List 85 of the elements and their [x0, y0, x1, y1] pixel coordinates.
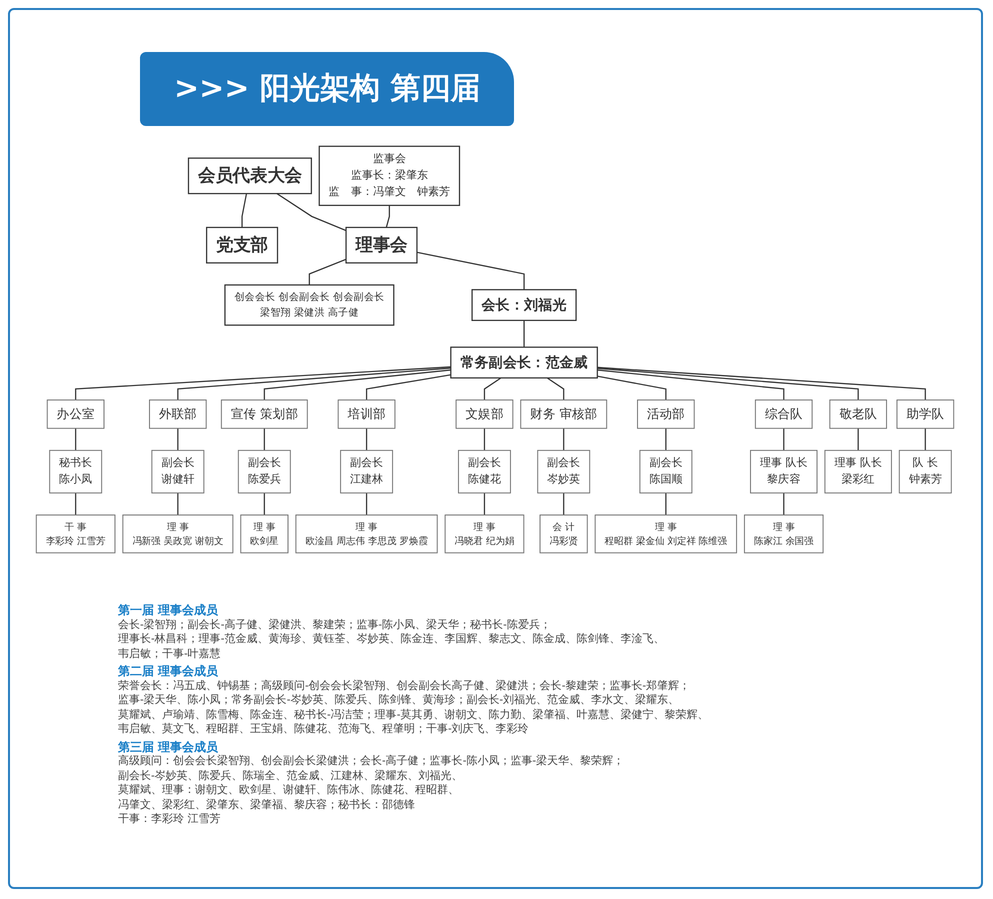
org-box: 会员代表大会: [188, 158, 312, 194]
connector: [276, 193, 346, 232]
org-box: 助学队: [896, 400, 954, 429]
connector: [75, 428, 76, 450]
member-list-line: 荣誉会长：冯五成、钟锡基；高级顾问-创会会长梁智翔、创会副会长高子健、梁健洪；会长-黎建荣；监事长-郑肇辉；: [118, 678, 692, 693]
org-box: 理事会: [345, 226, 418, 264]
org-box: 干 事 李彩玲 江雪芳: [36, 514, 116, 554]
connector: [264, 492, 265, 515]
org-box: 外联部: [149, 400, 207, 429]
org-box: 理 事 欧剑星: [240, 514, 288, 554]
connector: [484, 428, 486, 450]
connector: [264, 369, 451, 400]
member-list-line: 监事-梁天华、陈小凤；常务副会长-岑妙英、陈爱兵、陈剑锋、黄海珍；副会长-刘福光、范金威、李水文、梁耀东、: [118, 693, 680, 708]
connector: [366, 492, 368, 515]
section-heading: 第二届 理事会成员: [118, 664, 220, 678]
member-list-line: 莫耀斌、理事：谢朝文、欧剑星、谢健轩、陈伟冰、陈健花、程昭群、: [118, 783, 460, 798]
connector: [597, 376, 666, 400]
org-box: 培训部: [338, 400, 396, 429]
member-list-line: 会长-梁智翔；副会长-高子健、梁健洪、黎建荣；监事-陈小凤、梁天华；秘书长-陈爱兵；: [118, 618, 552, 632]
section-heading: 第三届 理事会成员: [118, 740, 220, 754]
connector: [366, 374, 451, 400]
connector: [75, 366, 451, 400]
connector: [484, 377, 502, 400]
org-box: 办公室: [46, 400, 104, 429]
org-box: 常务副会长：范金威: [450, 346, 598, 379]
org-box: 宣传 策划部: [220, 400, 308, 429]
member-list-line: 副会长-岑妙英、陈爱兵、陈瑞全、范金威、江建林、梁耀东、刘福光、: [118, 768, 464, 783]
member-list-line: 干事：李彩玲 江雪芳: [118, 812, 222, 826]
connector: [75, 492, 76, 515]
org-box: 副会长 陈国顺: [639, 450, 692, 494]
member-list-line: 高级顾问：创会会长梁智翔、创会副会长梁健洪；会长-高子健；监事长-陈小凤；监事-梁天华、黎荣辉；: [118, 754, 626, 768]
org-box: 敬老队: [829, 400, 888, 429]
connector: [523, 320, 525, 348]
org-box: 副会长 江建林: [340, 450, 394, 494]
connector: [597, 366, 926, 400]
org-box: 理 事 陈家江 余国强: [744, 514, 824, 554]
connector: [665, 428, 666, 450]
org-box: 活动部: [637, 400, 695, 429]
connector: [597, 368, 859, 400]
org-box: 党支部: [206, 226, 278, 264]
connector: [366, 428, 368, 450]
member-list-line: 韦启敏；干事-叶嘉慧: [118, 646, 222, 661]
org-box: 副会长 陈爱兵: [238, 450, 291, 494]
org-box: 副会长 陈健花: [458, 450, 511, 494]
connector: [177, 492, 178, 515]
member-list-line: 理事长-林昌科；理事-范金威、黄海珍、黄钰荃、岑妙英、陈金连、李国辉、黎志文、陈金成、陈剑锋、李淦飞、: [118, 632, 666, 646]
member-list-line: 韦启敏、莫文飞、程昭群、王宝娟、陈健花、范海飞、程肇明；干事-刘庆飞、李彩玲: [118, 722, 530, 736]
connector: [386, 205, 390, 228]
title-banner: >>> 阳光架构 第四届: [140, 52, 514, 126]
connector: [308, 258, 346, 285]
org-box: 会长：刘福光: [471, 289, 577, 321]
org-box: 监事会 监事长：梁肇东 监 事：冯肇文 钟素芳: [318, 146, 460, 206]
connector: [546, 377, 564, 400]
org-box: 理 事 程昭群 梁金仙 刘定祥 陈维强: [594, 514, 738, 554]
connector: [665, 492, 666, 515]
connector: [924, 428, 926, 450]
org-box: 会 计 冯彩贤: [540, 514, 588, 554]
org-box: 文娱部: [456, 400, 514, 429]
connector: [241, 193, 248, 228]
org-box: 秘书长 陈小凤: [49, 450, 102, 494]
connector: [783, 428, 784, 450]
org-box: 队 长 钟素芳: [898, 450, 952, 494]
org-box: 财务 审核部: [520, 400, 608, 429]
connector: [177, 428, 178, 450]
connector: [264, 428, 265, 450]
connector: [563, 428, 564, 450]
connector: [783, 492, 784, 515]
org-box: 副会长 岑妙英: [537, 450, 590, 494]
org-box: 理 事 冯晓君 纪为娟: [444, 514, 524, 554]
member-list-line: 冯肇文、梁彩红、梁肇东、梁肇福、黎庆容；秘书长：邵德锋: [118, 798, 416, 812]
org-box: 理事 队长 梁彩红: [824, 450, 892, 494]
section-heading: 第一届 理事会成员: [118, 603, 220, 618]
connector: [177, 368, 451, 400]
org-box: 理 事 欧淦昌 周志伟 李思茂 罗焕霞: [295, 514, 438, 554]
connector: [858, 428, 859, 450]
connector: [416, 252, 525, 290]
org-box: 理事 队长 黎庆容: [750, 450, 818, 494]
org-box: 创会会长 创会副会长 创会副会长 梁智翔 梁健洪 高子健: [224, 284, 394, 326]
connector: [484, 492, 486, 515]
connector: [563, 492, 564, 515]
org-box: 综合队: [754, 400, 813, 429]
connector: [597, 369, 784, 400]
member-list-line: 莫耀斌、卢瑜靖、陈雪梅、陈金连、秘书长-冯洁莹；理事-莫其勇、谢朝文、陈力勤、梁肇福、叶嘉慧、梁健宁、黎荣辉、: [118, 708, 710, 722]
org-box: 理 事 冯新强 吴政宽 谢朝文: [122, 514, 234, 554]
org-box: 副会长 谢健轩: [151, 450, 204, 494]
